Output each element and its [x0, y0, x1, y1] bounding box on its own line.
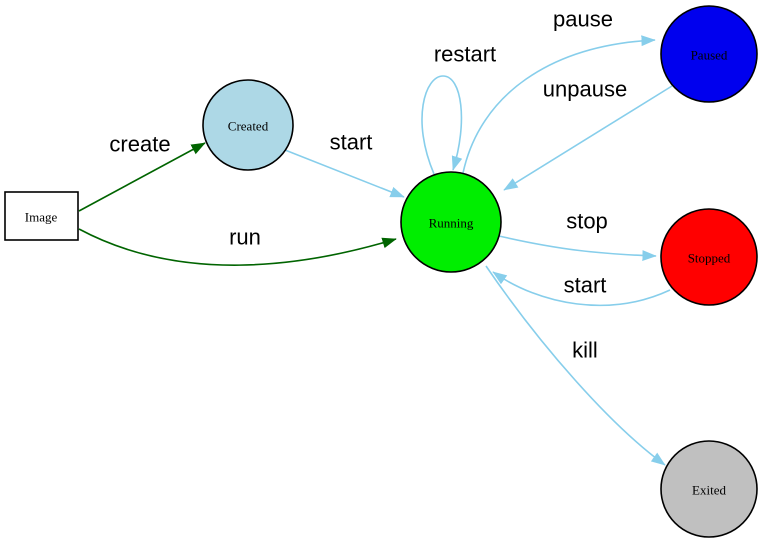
edge-pause-path: [462, 35, 656, 174]
node-exited-label: Exited: [692, 483, 726, 498]
edge-run-path: [78, 228, 397, 266]
node-stopped[interactable]: Stopped: [660, 208, 758, 306]
edge-stop-path: [498, 235, 657, 261]
edge-kill[interactable]: kill: [485, 265, 666, 466]
node-stopped-shape: [660, 208, 758, 306]
edge-start-return-path: [492, 271, 671, 307]
edge-restart[interactable]: restart: [421, 42, 496, 175]
node-exited-shape: [660, 440, 758, 538]
edge-create-label: create: [109, 132, 170, 157]
edge-pause-label: pause: [553, 7, 613, 32]
edge-run-label: run: [229, 225, 261, 250]
edge-restart-label: restart: [434, 42, 496, 67]
edge-unpause-path: [503, 85, 673, 191]
node-stopped-label: Stopped: [688, 251, 731, 266]
node-created[interactable]: Created: [202, 79, 294, 171]
edge-start-label: start: [330, 130, 373, 155]
edge-start-return[interactable]: start: [492, 271, 671, 307]
node-image[interactable]: Image: [4, 191, 79, 241]
node-running[interactable]: Running: [400, 171, 502, 273]
edge-kill-label: kill: [572, 338, 598, 363]
edge-unpause[interactable]: unpause: [503, 77, 673, 191]
edge-create-path: [78, 142, 206, 212]
edge-unpause-label: unpause: [543, 77, 627, 102]
edge-create[interactable]: create: [78, 132, 206, 212]
node-image-shape: [4, 191, 79, 241]
node-paused[interactable]: Paused: [660, 5, 758, 103]
node-created-label: Created: [228, 119, 269, 134]
edge-stop[interactable]: stop: [498, 209, 657, 261]
node-exited[interactable]: Exited: [660, 440, 758, 538]
edge-start-path: [284, 149, 405, 198]
node-running-label: Running: [429, 216, 474, 231]
edge-stop-label: stop: [566, 209, 608, 234]
node-running-shape: [400, 171, 502, 273]
node-image-label: Image: [25, 210, 58, 225]
edge-start-return-label: start: [564, 273, 607, 298]
edge-start[interactable]: start: [284, 130, 405, 198]
node-created-shape: [202, 79, 294, 171]
edge-kill-path: [485, 265, 666, 466]
edge-run[interactable]: run: [78, 225, 397, 266]
node-paused-shape: [660, 5, 758, 103]
node-paused-label: Paused: [691, 48, 728, 63]
edge-restart-path: [421, 75, 463, 175]
edge-pause[interactable]: pause: [462, 7, 656, 174]
